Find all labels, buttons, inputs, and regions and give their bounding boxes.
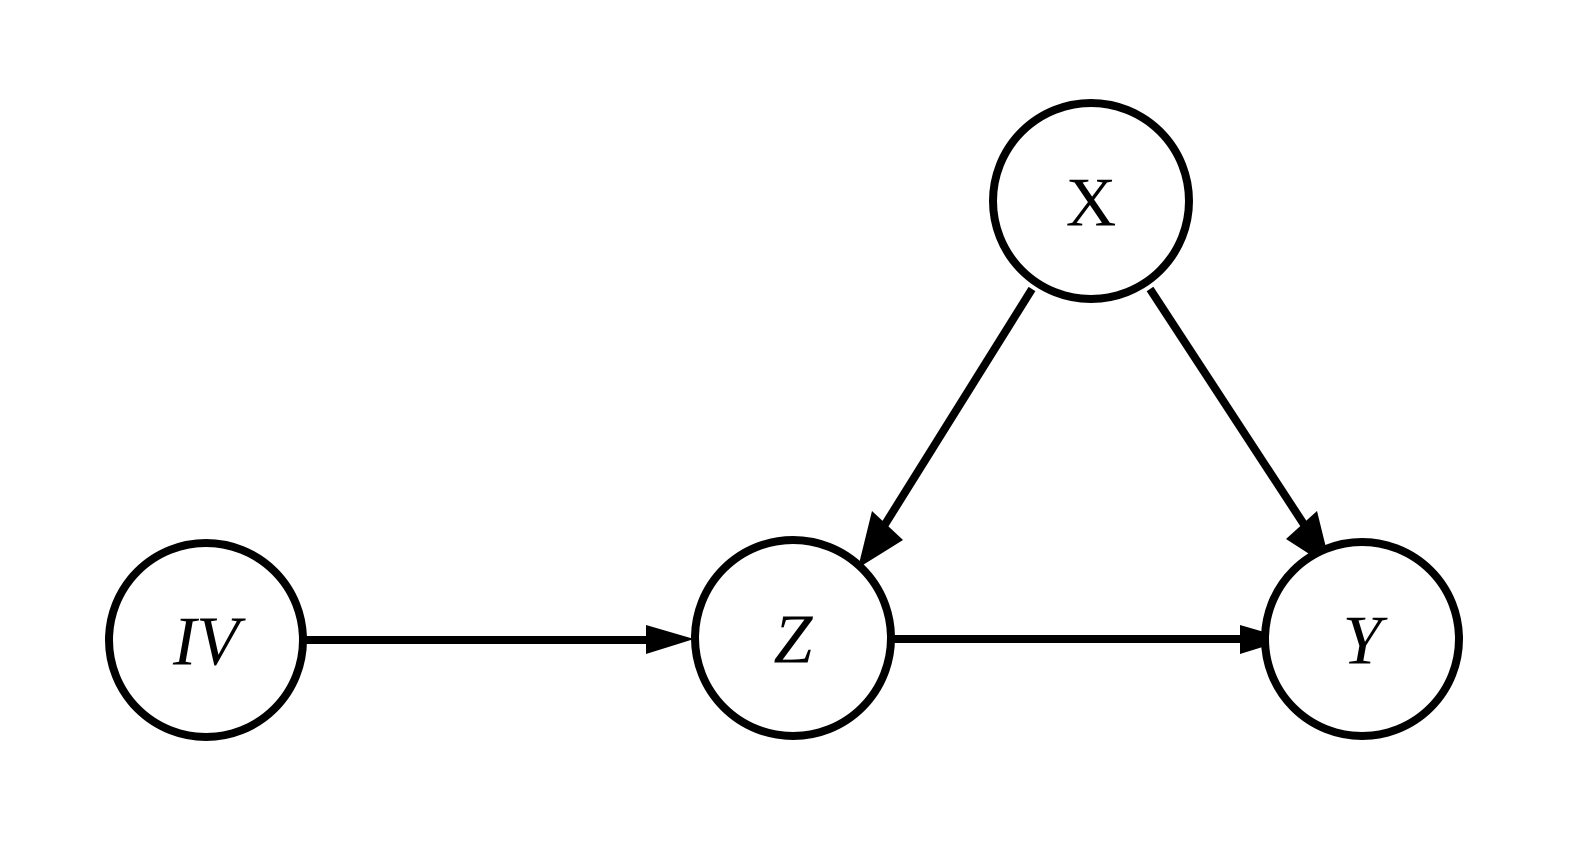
node-x-circle[interactable] bbox=[989, 99, 1193, 303]
node-y-circle[interactable] bbox=[1261, 538, 1463, 740]
edge-iv-to-z bbox=[305, 625, 694, 654]
edge-x-to-z-arrowhead bbox=[858, 511, 903, 568]
edge-x-to-z bbox=[858, 286, 1036, 568]
node-z-label: Z bbox=[774, 602, 814, 679]
node-z-circle[interactable] bbox=[691, 536, 895, 740]
node-y-label: Y bbox=[1343, 603, 1389, 680]
edge-iv-to-z-arrowhead bbox=[646, 625, 694, 654]
node-iv-circle[interactable] bbox=[105, 539, 307, 741]
node-y[interactable]: Y bbox=[1261, 538, 1463, 740]
node-z[interactable]: Z bbox=[691, 536, 895, 740]
node-iv[interactable]: IV bbox=[105, 539, 307, 741]
edge-x-to-y bbox=[1146, 286, 1331, 568]
edge-x-to-z-line bbox=[880, 286, 1036, 529]
edge-z-to-y bbox=[892, 625, 1288, 654]
node-x[interactable]: X bbox=[989, 99, 1193, 303]
edge-x-to-y-line bbox=[1146, 286, 1309, 529]
node-x-label: X bbox=[1066, 165, 1117, 242]
node-iv-label: IV bbox=[172, 604, 246, 681]
